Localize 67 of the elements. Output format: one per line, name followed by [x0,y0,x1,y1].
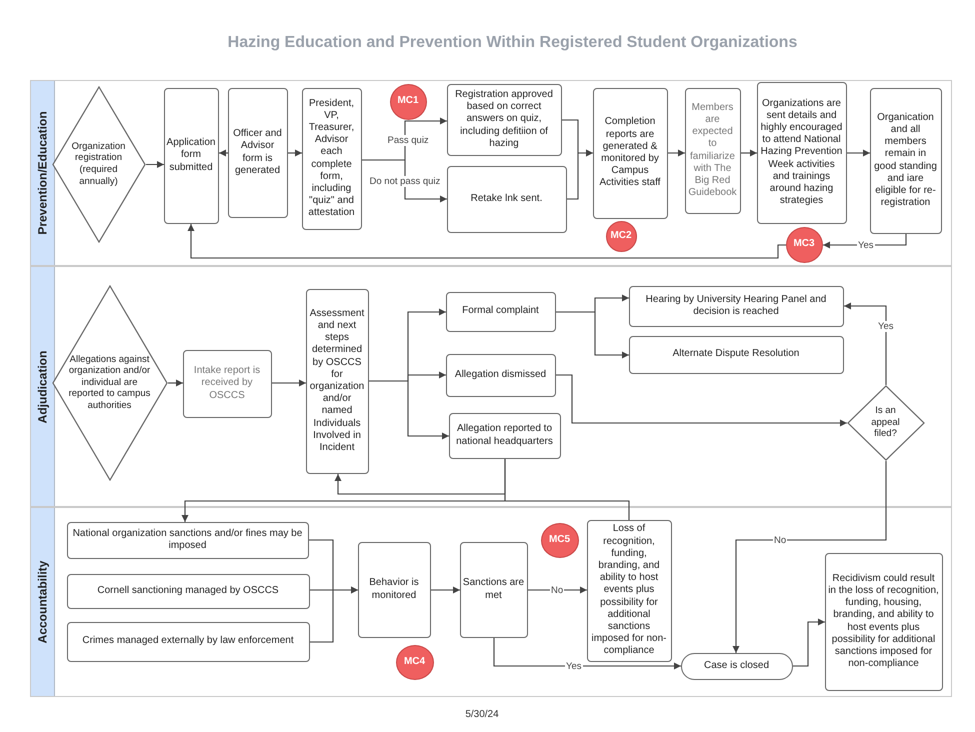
connector-arrow [493,638,681,670]
edge-label: Yes [877,320,894,332]
connector-arrow [362,159,447,202]
decision-diamond: Is an appeal filed? [846,384,924,460]
connector-arrow [793,618,825,667]
process-box: Assessment and next steps determined by OSCCS for organization and/or named Individuals Involved in Incident [306,288,368,474]
connector-arrow [146,161,164,168]
connector-arrow [844,302,887,385]
edge-label: No [773,534,788,546]
connector-arrow [310,586,358,643]
swimlane [30,80,952,266]
edge-label: Do not pass quiz [368,176,442,186]
process-box: Behavior is monitored [358,542,430,638]
swimlane [30,266,952,507]
callout-badge: MC2 [606,220,636,252]
connector-arrow [431,586,460,594]
process-box: Sanctions are met [460,542,528,638]
diagram-title: Hazing Education and Prevention Within Registered Student Organizations [226,34,798,52]
callout-badge: MC3 [786,226,822,262]
connector-arrow [741,150,757,156]
decision-diamond: Organization registration (required annually) [52,86,146,242]
edge-label: No [550,584,564,596]
process-box: Loss of recognition, funding, branding, and ability to host events plus possibility for additional sanctions imposed for non-compliance [586,520,672,662]
decision-diamond: Allegations against organization and/or individual are reported to campus authorities [52,284,168,480]
connector-arrow [168,380,183,386]
connector-arrow [556,311,629,358]
date-label: 5/30/24 [464,709,500,720]
process-box: President, VP, Treasurer, Advisor each complete form, including "quiz" and attestation [302,88,362,230]
terminator-box: Case is closed [680,652,792,680]
process-box: Hearing by University Hearing Panel and decision is reached [628,286,844,326]
process-box: Organication and all members remain in good standing and iare eligible for re-registration [870,88,942,234]
connector-arrow [567,150,593,200]
connector-arrow [272,380,306,386]
connector-arrow [369,380,449,440]
connector-arrow [847,150,870,156]
process-box: Completion reports are generated & monitored by Campus Activities staff [592,88,668,218]
process-box: Retake lnk sent. [446,166,566,232]
connector-arrow [219,150,228,156]
process-box: Cornell sanctioning managed by OSCCS [66,574,310,608]
edge-label: Yes [565,660,582,672]
callout-badge: MC4 [396,644,434,680]
process-box: Officer and Advisor form is generated [228,88,288,218]
process-box: Registration approved based on correct answers on quiz, including defitiion of hazing [446,84,562,156]
process-box: Members are expected to familiarize with The Big Red Guidebook [684,88,740,214]
process-box: Allegation dismissed [446,354,556,396]
lane-label: Accountability [31,508,55,696]
process-box: Alternate Dispute Resolution [628,336,844,374]
connector-arrow [288,150,302,156]
process-box: Application form submitted [164,88,218,224]
process-box: Intake report is received by OSCCS [182,350,272,418]
lane-label: Adjudication [31,267,55,506]
connector-arrow [556,374,847,426]
connector-arrow [732,461,887,653]
process-box: Recidivism could result in the loss of recognition, funding, housing, branding, and ability to host events plus possibility for additional sanctions imposed for non-compliance [824,552,942,690]
swimlane [30,507,952,697]
process-box: Crimes managed externally by law enforcement [66,622,310,662]
edge-label: Yes [857,240,874,250]
process-box: National organization sanctions and/or fines may be imposed [66,522,308,558]
edge-label: Pass quiz [386,134,430,146]
connector-arrow [188,224,786,259]
lane-label: Prevention/Education [31,81,55,265]
process-box: Allegation reported to national headquarters [448,412,560,458]
process-box: Organizations are sent details and highly encouraged to attend National Hazing Prevention Week activities and trainings around hazing strategies [756,82,846,224]
process-box: Formal complaint [446,292,556,332]
connector-arrow [668,150,685,156]
callout-badge: MC5 [540,522,578,558]
callout-badge: MC1 [390,84,426,120]
